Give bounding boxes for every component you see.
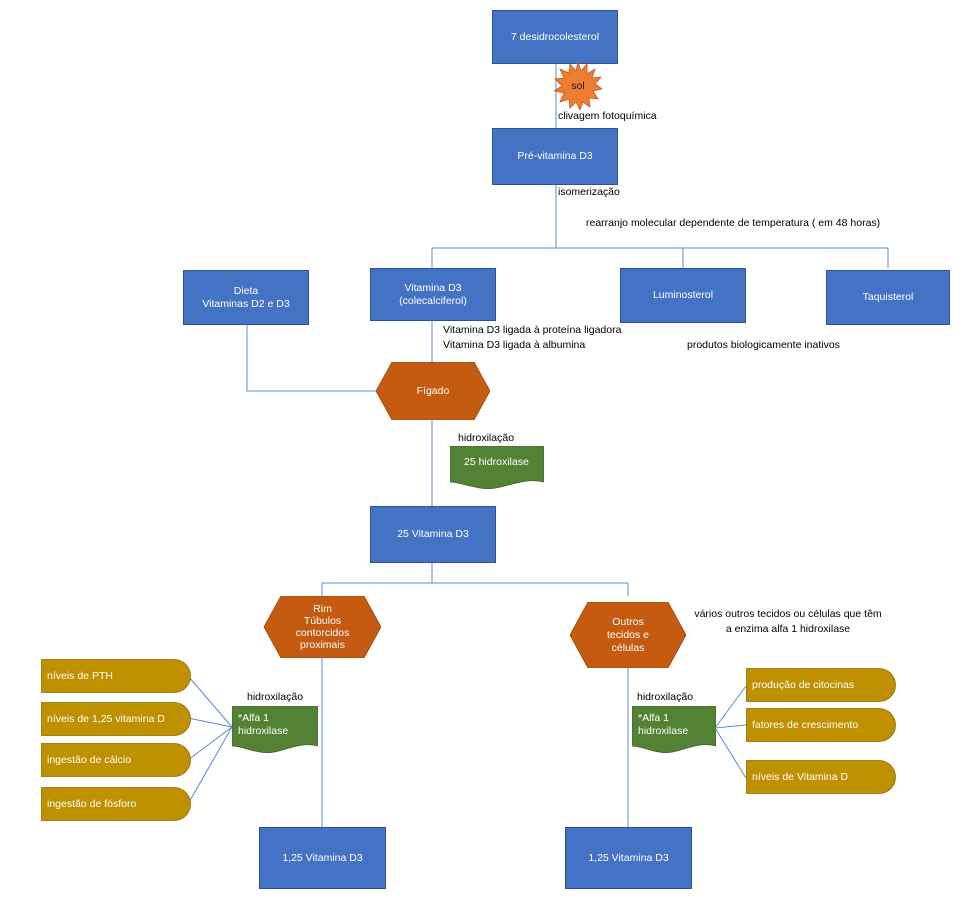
- node-luminosterol: Luminosterol: [620, 268, 746, 323]
- factor-right-2: níveis de Vitamina D: [746, 760, 896, 794]
- label-ligada-albumina: Vitamina D3 ligada à albumina: [443, 339, 586, 351]
- factor-left-0: níveis de PTH: [41, 659, 191, 693]
- node-outros: Outros tecidos e células: [570, 602, 686, 668]
- node-125-vitamina-d3-left: 1,25 Vitamina D3: [259, 827, 386, 889]
- factor-left-1-label: níveis de 1,25 vitamina D: [47, 712, 165, 725]
- factor-right-1-label: fatores de crescimento: [752, 718, 859, 731]
- node-dieta: Dieta Vitaminas D2 e D3: [183, 270, 309, 325]
- label-hidroxilacao-top: hidroxilação: [458, 432, 515, 444]
- factor-right-0-label: produção de citocinas: [752, 678, 855, 691]
- factor-right-2-label: níveis de Vitamina D: [752, 770, 849, 783]
- document-shape: [232, 706, 318, 754]
- node-vitamina-d3: Vitamina D3 (colecalciferol): [370, 268, 496, 321]
- hexagon-shape: [376, 362, 490, 420]
- label-isomerizacao: isomerização: [558, 186, 620, 198]
- node-figado: Fígado: [376, 362, 490, 420]
- node-taquisterol: Taquisterol: [826, 270, 950, 325]
- label-hidroxilacao-right: hidroxilação: [637, 691, 694, 703]
- factor-right-0: produção de citocinas: [746, 668, 896, 702]
- node-125-vitamina-d3-right: 1,25 Vitamina D3: [565, 827, 692, 889]
- node-pre-vitamina-d3: Pré-vitamina D3: [492, 128, 618, 185]
- factor-left-1: níveis de 1,25 vitamina D: [41, 702, 191, 736]
- label-hidroxilacao-left: hidroxilação: [247, 691, 304, 703]
- label-ligada-proteina: Vitamina D3 ligada à proteína ligadora: [443, 324, 622, 336]
- alfa-right-label: *Alfa 1 hidroxilase: [638, 712, 689, 737]
- outros-label: Outros tecidos e células: [606, 615, 650, 654]
- hidroxilase25-label: 25 hidroxilase: [464, 456, 529, 468]
- hexagon-shape: [264, 596, 381, 658]
- hexagon-shape: [570, 602, 686, 668]
- node-25-vitamina-d3: 25 Vitamina D3: [370, 506, 496, 563]
- factor-left-3: ingestão de fósforo: [41, 787, 191, 821]
- factor-left-3-label: ingestão de fósforo: [47, 797, 137, 810]
- node-sol: sol: [554, 62, 602, 110]
- alfa-left-label: *Alfa 1 hidroxilase: [238, 712, 289, 737]
- factor-right-1: fatores de crescimento: [746, 708, 896, 742]
- document-shape: [450, 446, 544, 490]
- label-clivagem: clivagem fotoquímica: [558, 110, 657, 122]
- document-shape: [632, 706, 716, 754]
- node-alfa-hidroxilase-left: *Alfa 1 hidroxilase: [232, 706, 318, 754]
- label-rearranjo: rearranjo molecular dependente de temper…: [586, 217, 881, 229]
- sol-label: sol: [571, 79, 585, 92]
- node-alfa-hidroxilase-right: *Alfa 1 hidroxilase: [632, 706, 716, 754]
- factor-left-2-label: ingestão de cálcio: [47, 753, 132, 766]
- sun-icon: [554, 62, 602, 110]
- node-25-hidroxilase: 25 hidroxilase: [450, 446, 544, 490]
- label-varios: vários outros tecidos ou células que têm…: [694, 608, 882, 635]
- rim-label: Rim Túbulos contorcidos proximais: [295, 603, 350, 651]
- factor-left-0-label: níveis de PTH: [47, 669, 113, 682]
- node-rim: Rim Túbulos contorcidos proximais: [264, 596, 381, 658]
- factor-left-2: ingestão de cálcio: [41, 743, 191, 777]
- node-7-desidrocolesterol: 7 desidrocolesterol: [492, 10, 618, 64]
- label-inativos: produtos biologicamente inativos: [687, 339, 840, 351]
- figado-label: Fígado: [416, 384, 450, 397]
